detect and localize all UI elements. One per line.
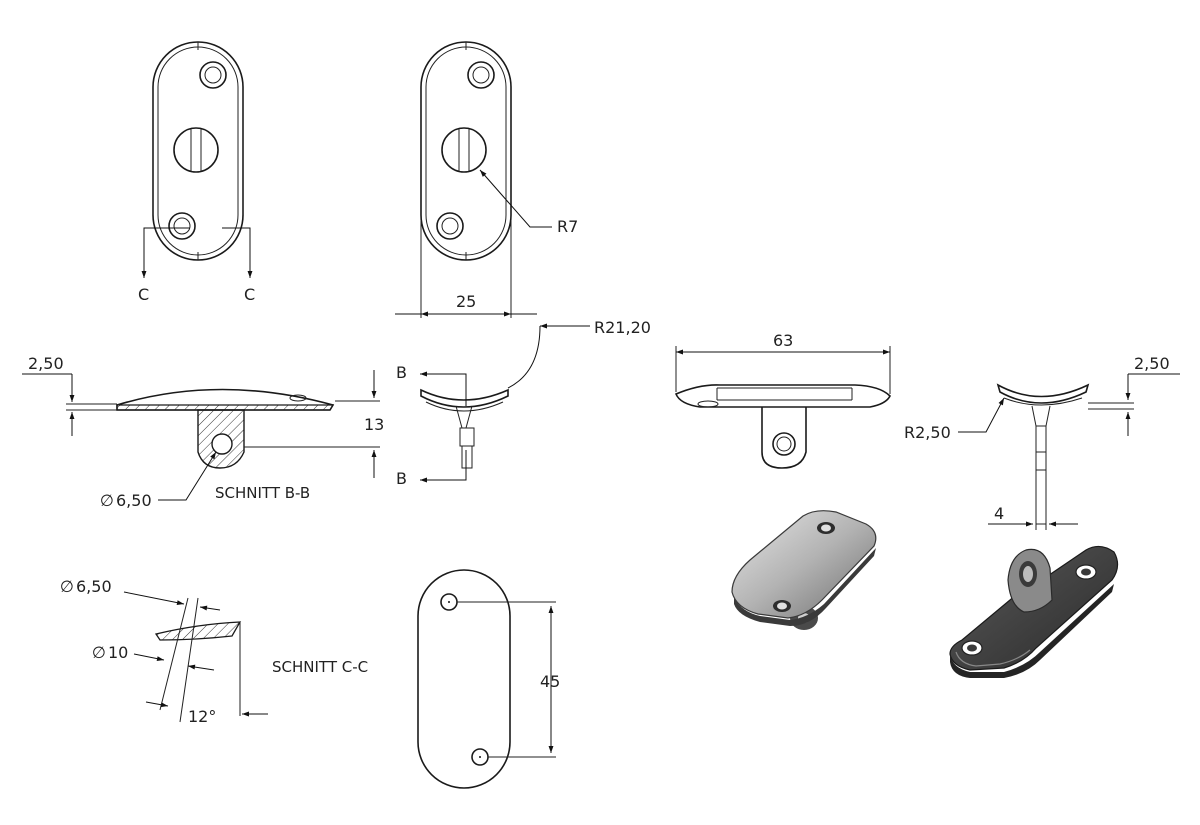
- bottom-view: 45: [417, 569, 560, 789]
- dim-angle-12: 12°: [188, 707, 216, 726]
- dim-r21-20: R21,20: [594, 318, 651, 337]
- side-view-center: R21,20 B B: [396, 318, 651, 488]
- schnitt-cc-label: SCHNITT C-C: [272, 658, 368, 676]
- section-c-label-left: C: [138, 285, 149, 304]
- top-view-left: C C: [138, 41, 255, 304]
- render-top-view: [731, 510, 877, 630]
- diameter-symbol-cc-2: ∅: [92, 643, 106, 662]
- dim-cc-bore-10: 10: [108, 643, 128, 662]
- dim-width-4: 4: [994, 504, 1004, 523]
- side-view-right: 2,50 R2,50 4: [904, 354, 1180, 530]
- render-bottom-view: [949, 545, 1119, 678]
- dim-length-63: 63: [773, 331, 793, 350]
- section-b-label-top: B: [396, 363, 407, 382]
- dim-r7: R7: [557, 217, 578, 236]
- dim-thickness-left: 2,50: [28, 354, 64, 373]
- diameter-symbol-bb: ∅: [100, 491, 114, 510]
- dim-r2-50: R2,50: [904, 423, 951, 442]
- dim-spacing-45: 45: [540, 672, 560, 691]
- dim-height-13: 13: [364, 415, 384, 434]
- front-view: 63: [674, 331, 891, 469]
- dim-bore-650: 6,50: [116, 491, 152, 510]
- section-c-label-right: C: [244, 285, 255, 304]
- dim-cc-bore-650: 6,50: [76, 577, 112, 596]
- section-bb-view: 2,50 13 ∅ 6,50 SCHNITT B-B: [22, 354, 384, 510]
- top-view-right: R7 25: [395, 41, 578, 318]
- diameter-symbol-cc-1: ∅: [60, 577, 74, 596]
- schnitt-bb-label: SCHNITT B-B: [215, 484, 310, 502]
- section-b-label-bottom: B: [396, 469, 407, 488]
- dim-thickness-right: 2,50: [1134, 354, 1170, 373]
- section-cc-view: ∅ 6,50 ∅ 10 12° SCHNITT C-C: [60, 577, 368, 726]
- dim-width-25: 25: [456, 292, 476, 311]
